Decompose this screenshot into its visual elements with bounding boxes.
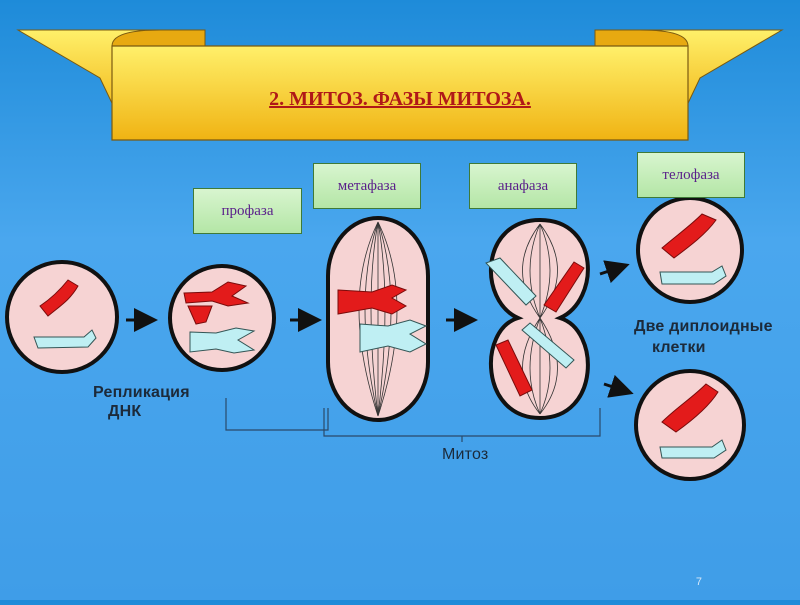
cell-membrane bbox=[5, 260, 119, 374]
brackets bbox=[225, 398, 601, 442]
caption-dna-replication-2: ДНК bbox=[108, 403, 142, 420]
cell-telophase-bottom bbox=[634, 369, 746, 481]
chromosome-red bbox=[183, 281, 250, 307]
arrow-up-right bbox=[599, 260, 630, 284]
caption-two-cells-1: Две диплоидные bbox=[634, 318, 773, 335]
title-ribbon bbox=[16, 29, 784, 141]
chromosome-red bbox=[543, 261, 585, 313]
label-telophase: телофаза bbox=[637, 152, 745, 198]
chromosome-blue bbox=[359, 319, 428, 353]
slide-title: 2. МИТОЗ. ФАЗЫ МИТОЗА. bbox=[269, 88, 531, 110]
label-anaphase: анафаза bbox=[469, 163, 577, 209]
process-arrows bbox=[126, 260, 634, 398]
chromosome-red bbox=[187, 305, 213, 325]
arrow-down-right bbox=[603, 374, 634, 398]
page-number: 7 bbox=[695, 576, 702, 588]
cell-membrane bbox=[636, 196, 744, 304]
caption-two-cells-2: клетки bbox=[652, 339, 706, 356]
cell-membrane bbox=[634, 369, 746, 481]
cell-anaphase bbox=[485, 217, 590, 421]
chromosome-red bbox=[661, 383, 719, 433]
cell-membrane bbox=[168, 264, 276, 372]
cell-prophase bbox=[168, 264, 276, 372]
chromosome-blue bbox=[189, 327, 256, 354]
chromosome-blue bbox=[485, 257, 537, 306]
chromosome-blue bbox=[659, 265, 727, 285]
label-metaphase: метафаза bbox=[313, 163, 421, 209]
caption-dna-replication-1: Репликация bbox=[93, 384, 190, 401]
chromosome-red bbox=[661, 213, 717, 259]
chromosome-red bbox=[337, 284, 408, 315]
cell-telophase-top bbox=[636, 196, 744, 304]
chromosome-blue bbox=[521, 322, 575, 369]
cell-metaphase bbox=[326, 216, 430, 422]
chromosome-red bbox=[39, 279, 79, 317]
chromosome-red bbox=[495, 339, 533, 397]
cell-interphase bbox=[5, 260, 119, 374]
label-prophase: профаза bbox=[193, 188, 302, 234]
replication-bracket bbox=[225, 398, 329, 431]
caption-mitosis: Митоз bbox=[442, 446, 489, 463]
ribbon-main bbox=[111, 45, 689, 141]
chromosome-blue bbox=[33, 329, 97, 349]
chromosome-blue bbox=[659, 439, 727, 459]
